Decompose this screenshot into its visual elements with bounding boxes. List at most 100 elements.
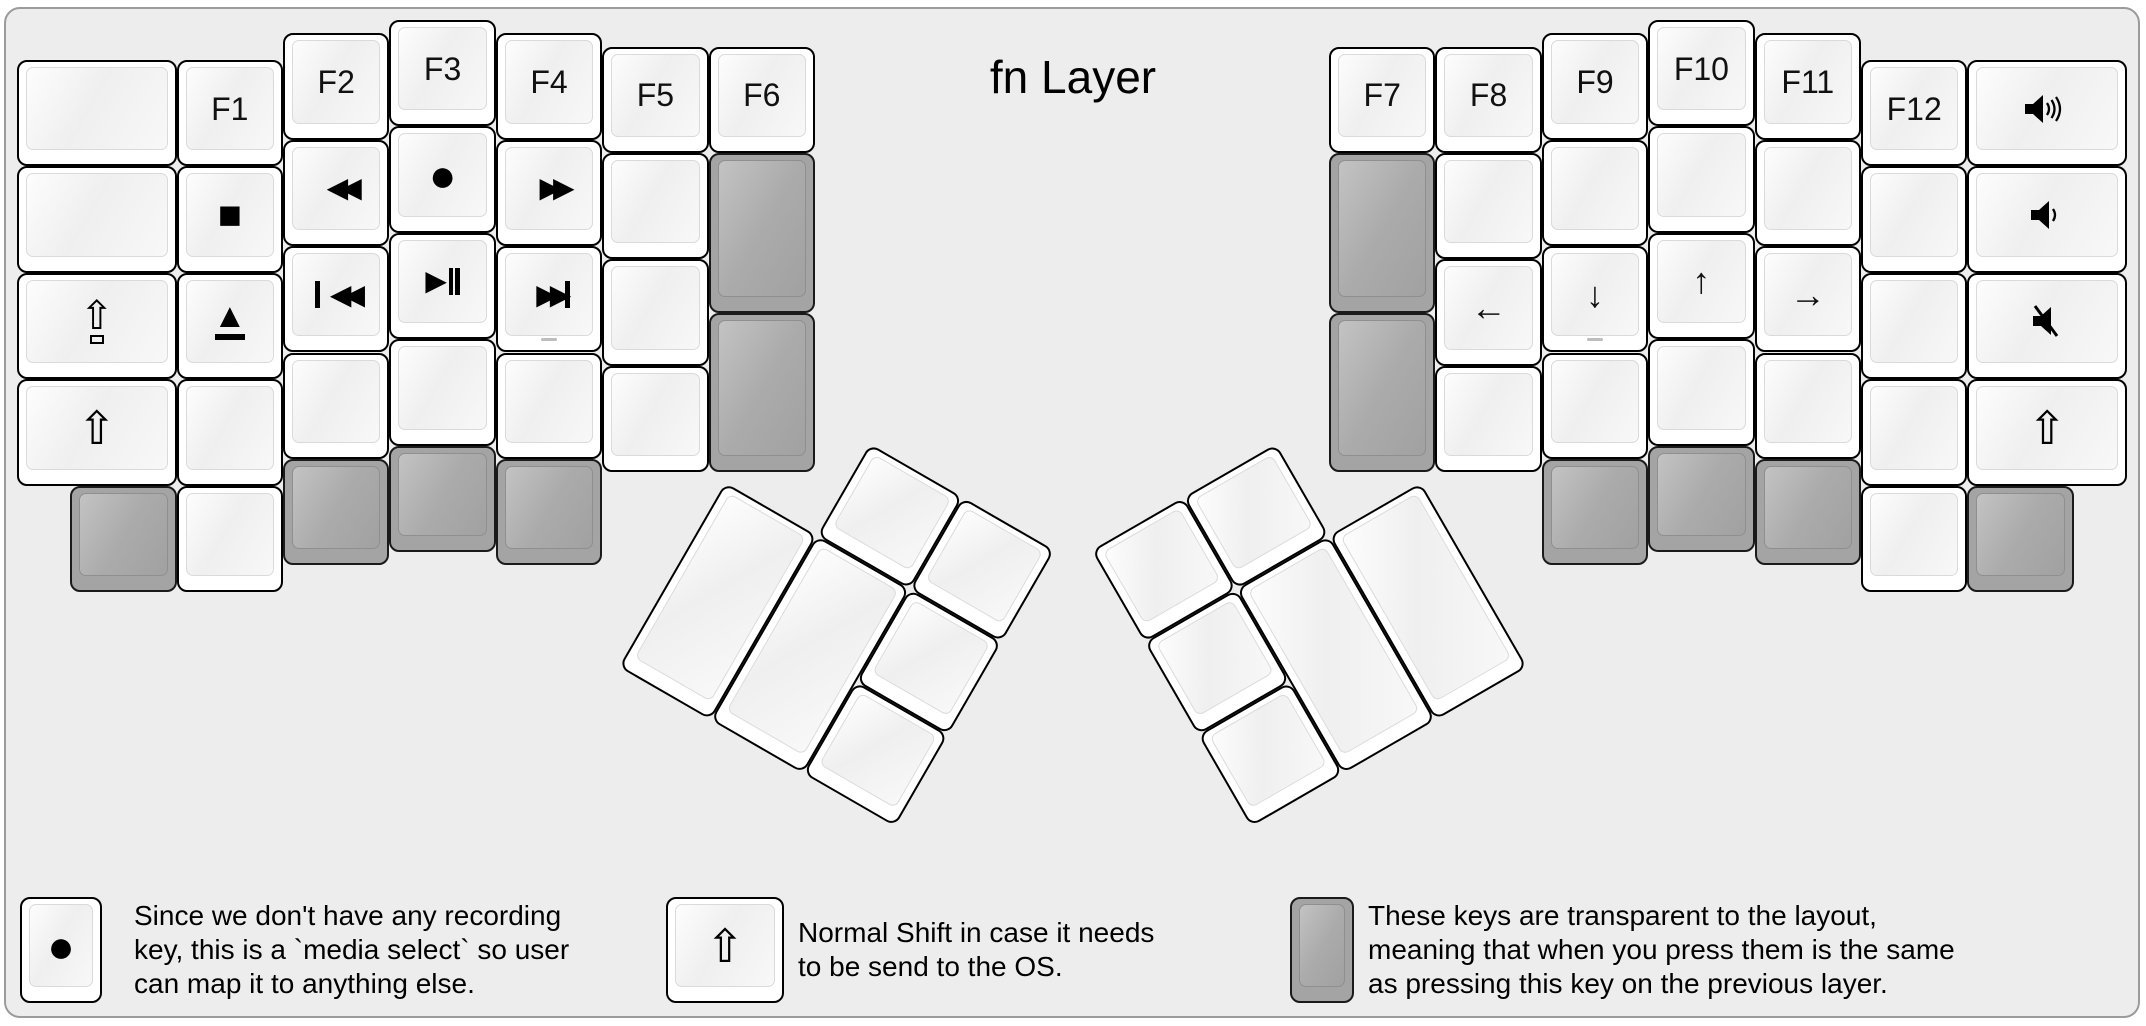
key-transparent-l6-tall1-cap	[717, 160, 806, 297]
legend-shift-key-cap: ⇧	[675, 904, 775, 987]
key-blank-r4-r2-cap	[1763, 146, 1852, 231]
legend-line: Since we don't have any recording	[134, 900, 562, 931]
key-transparent-r0-tall2[interactable]	[1329, 312, 1436, 473]
key-blank-r3-r2[interactable]	[1648, 126, 1755, 233]
key-f4[interactable]: F4	[495, 33, 603, 140]
key-blank-l1-r5[interactable]	[176, 485, 283, 592]
key-blank-l1-r4[interactable]	[176, 379, 283, 486]
legend-record-key: ●	[20, 897, 102, 1003]
key-blank-l2-r4[interactable]	[283, 352, 390, 459]
key-blank-left-outer-r1[interactable]	[17, 60, 177, 167]
key-transparent-l4-r5[interactable]	[495, 458, 603, 566]
key-blank-r3-r4[interactable]	[1648, 339, 1755, 446]
key-f1[interactable]: F1	[176, 60, 283, 167]
key-mute[interactable]	[1967, 272, 2127, 380]
key-fast-forward[interactable]: ▶▶	[495, 139, 603, 247]
key-blank-r4-r2[interactable]	[1754, 139, 1861, 247]
key-blank-l5-r2[interactable]	[602, 153, 709, 260]
key-blank-r2-r2[interactable]	[1541, 139, 1649, 247]
legend-transparent-key-cap	[1299, 904, 1345, 987]
key-label: F12	[1886, 90, 1942, 127]
key-f10[interactable]: F10	[1648, 20, 1755, 127]
key-stop[interactable]: ■	[176, 166, 283, 273]
key-transparent-r2-r5[interactable]	[1541, 458, 1649, 566]
key-prev-track[interactable]: ◀◀	[283, 246, 390, 353]
key-transparent-l4-r5-cap	[504, 465, 594, 550]
key-arrow-right[interactable]: →	[1754, 246, 1861, 353]
key-shift-left[interactable]: ⇧	[17, 379, 177, 486]
key-f5[interactable]: F5	[602, 46, 709, 153]
key-transparent-l3-r5-cap	[398, 452, 487, 536]
key-stop-cap: ■	[185, 173, 274, 257]
key-blank-l5-r3[interactable]	[602, 259, 709, 366]
key-play-pause-cap: ▶	[398, 239, 487, 324]
key-transparent-r3-r5[interactable]	[1648, 445, 1755, 552]
key-play-pause[interactable]: ▶	[389, 232, 496, 340]
key-rewind[interactable]: ◀◀	[283, 139, 390, 247]
key-label: F4	[530, 63, 568, 100]
key-transparent-right-bottom-cap	[1976, 492, 2065, 576]
key-blank-l5-r4-cap	[611, 372, 700, 457]
key-blank-l3-r4[interactable]	[389, 339, 496, 446]
key-arrow-left[interactable]: ←	[1435, 259, 1542, 366]
key-volume-up[interactable]	[1967, 60, 2127, 167]
record-icon: ●	[47, 919, 75, 972]
key-blank-r5-r5[interactable]	[1861, 485, 1968, 592]
key-blank-l5-r3-cap	[611, 266, 700, 350]
key-transparent-l3-r5[interactable]	[389, 445, 496, 552]
key-blank-l3-r4-cap	[398, 346, 487, 430]
key-volume-down[interactable]	[1967, 166, 2127, 273]
key-f2[interactable]: F2	[283, 33, 390, 140]
record-icon: ●	[428, 149, 457, 202]
key-blank-r1-r2-cap	[1444, 160, 1533, 244]
key-label: F5	[636, 77, 675, 114]
key-blank-r4-r4[interactable]	[1754, 352, 1861, 459]
key-arrow-down-cap: ↓	[1550, 253, 1640, 337]
key-label: F10	[1673, 50, 1729, 87]
key-transparent-left-bottom[interactable]	[70, 485, 177, 592]
key-f6[interactable]: F6	[708, 46, 815, 153]
key-blank-left-outer-r2[interactable]	[17, 166, 177, 273]
key-blank-r1-r2[interactable]	[1435, 153, 1542, 260]
key-blank-r5-r3[interactable]	[1861, 272, 1968, 380]
key-f12[interactable]: F12	[1861, 60, 1968, 167]
key-next-track[interactable]: ▶▶	[495, 246, 603, 353]
key-arrow-up[interactable]: ↑	[1648, 232, 1755, 340]
key-blank-r1-r4[interactable]	[1435, 365, 1542, 473]
key-f11[interactable]: F11	[1754, 33, 1861, 140]
homing-bar	[540, 337, 557, 342]
mute-icon	[2033, 305, 2059, 338]
homing-bar	[1586, 337, 1603, 342]
key-arrow-down[interactable]: ↓	[1541, 246, 1649, 353]
key-f8[interactable]: F8	[1435, 46, 1542, 153]
key-transparent-r4-r5[interactable]	[1754, 458, 1861, 566]
key-blank-r5-r5-cap	[1870, 492, 1959, 576]
key-f7[interactable]: F7	[1329, 46, 1436, 153]
key-transparent-r0-tall1[interactable]	[1329, 153, 1436, 313]
key-label: F1	[211, 90, 249, 127]
key-transparent-right-bottom[interactable]	[1967, 485, 2074, 592]
key-eject[interactable]: ▲	[176, 272, 283, 380]
key-f11-cap: F11	[1763, 40, 1852, 124]
shift-icon: ⇧	[77, 401, 117, 454]
key-record[interactable]: ●	[389, 126, 496, 233]
key-label: F9	[1576, 63, 1614, 100]
key-blank-r5-r4[interactable]	[1861, 379, 1968, 486]
key-transparent-r0-tall2-cap	[1338, 319, 1427, 457]
key-f9[interactable]: F9	[1541, 33, 1649, 140]
key-transparent-l6-tall1[interactable]	[708, 153, 815, 313]
key-blank-r2-r4[interactable]	[1541, 352, 1649, 459]
volume-up-icon	[2025, 94, 2062, 123]
key-label: F6	[743, 77, 781, 114]
key-blank-r5-r2[interactable]	[1861, 166, 1968, 273]
key-transparent-l2-r5[interactable]	[283, 458, 390, 566]
key-blank-l4-r4[interactable]	[495, 352, 603, 459]
key-transparent-l6-tall2[interactable]	[708, 312, 815, 473]
key-blank-l5-r4[interactable]	[602, 365, 709, 473]
key-next-track-cap: ▶▶	[504, 253, 594, 337]
key-shift-right[interactable]: ⇧	[1967, 379, 2127, 486]
key-f3[interactable]: F3	[389, 20, 496, 127]
key-caps-lock[interactable]: ⇧	[17, 272, 177, 380]
next-track-icon: ▶▶	[528, 280, 571, 309]
